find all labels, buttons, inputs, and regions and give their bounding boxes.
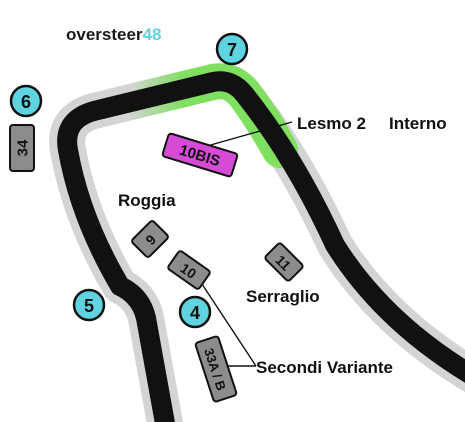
svg-text:4: 4: [190, 303, 200, 323]
corner-marker-5: 5: [72, 288, 106, 322]
label-interno: Interno: [389, 114, 447, 133]
label-secondi-variante: Secondi Variante: [256, 358, 393, 377]
marker-box-9: 9: [131, 220, 169, 258]
brand-logo: oversteer48: [66, 25, 161, 44]
label-lesmo-2: Lesmo 2: [297, 114, 366, 133]
svg-text:34: 34: [15, 139, 32, 156]
corner-marker-4: 4: [178, 295, 212, 329]
lesmo2-leader-line: [199, 121, 293, 149]
label-roggia: Roggia: [118, 191, 176, 210]
marker-box-34: 34: [9, 124, 35, 172]
marker-box-33ab: 33A / B: [194, 335, 238, 403]
track-line: [57, 71, 465, 422]
brand-number: 48: [143, 25, 162, 44]
svg-text:6: 6: [21, 92, 31, 112]
svg-text:7: 7: [227, 40, 237, 60]
marker-box-10bis: 10BIS: [161, 132, 239, 178]
secondi-variante-leader-line-box10: [197, 277, 257, 367]
marker-box-11: 11: [264, 242, 304, 282]
corner-marker-6: 6: [9, 84, 43, 118]
brand-name: oversteer: [66, 25, 143, 44]
marker-box-10: 10: [167, 250, 211, 290]
svg-text:5: 5: [84, 296, 94, 316]
corner-marker-7: 7: [215, 32, 249, 66]
label-serraglio: Serraglio: [246, 287, 320, 306]
